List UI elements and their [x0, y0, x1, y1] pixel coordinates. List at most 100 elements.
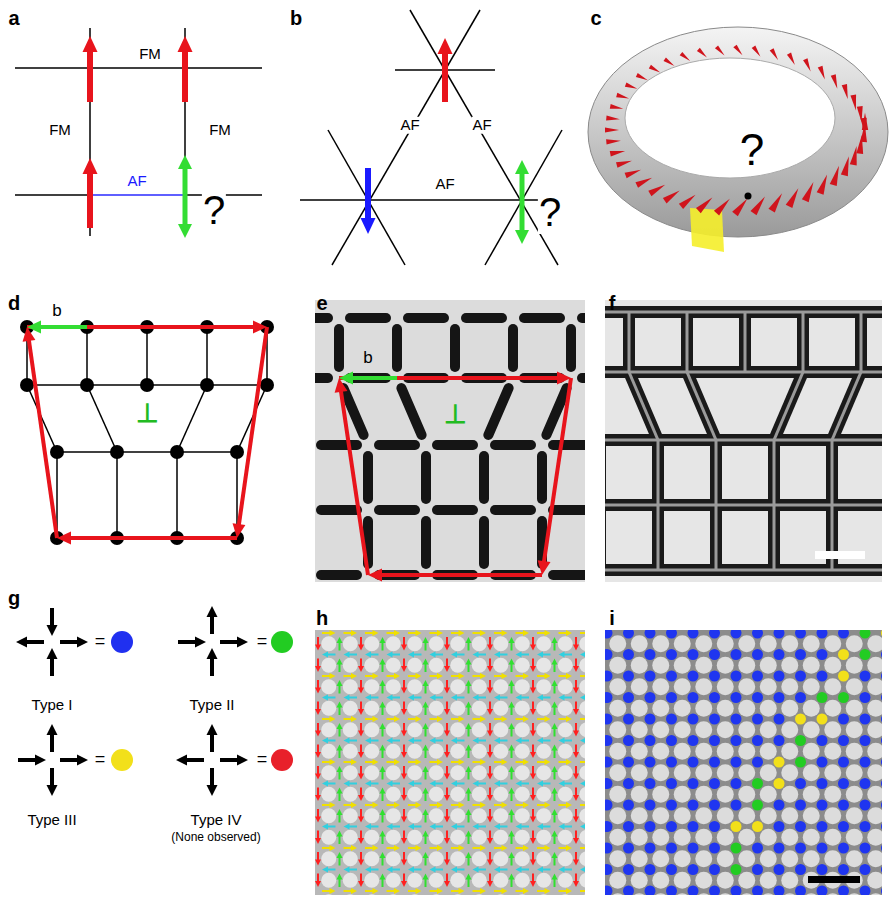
moment-overlay: [499, 783, 508, 785]
arrow-head: [387, 738, 393, 744]
island-image: [695, 786, 712, 803]
nanomagnet: [495, 440, 531, 450]
island-image: [695, 743, 712, 760]
arrow-head: [237, 637, 248, 648]
moment-overlay: [391, 740, 400, 742]
island-image: [472, 851, 487, 866]
moment-overlay: [559, 890, 568, 892]
annotation: AF: [471, 117, 492, 134]
moment-overlay: [516, 632, 525, 634]
vertex-type-dot: [817, 886, 828, 896]
moment-overlay: [554, 857, 556, 866]
lattice-bond: [177, 385, 207, 452]
moment-overlay: [434, 826, 443, 828]
moment-overlay: [532, 831, 534, 840]
moment-overlay: [382, 728, 384, 737]
moment-overlay: [473, 675, 482, 677]
arrow-head: [373, 888, 379, 894]
spin-cone: [770, 48, 778, 60]
moment-overlay: [425, 685, 427, 694]
moment-overlay: [348, 654, 357, 656]
arrow-head: [365, 652, 371, 658]
arrow-head: [444, 645, 450, 651]
moment-overlay: [413, 697, 422, 699]
moment-overlay: [403, 723, 405, 732]
island-image: [846, 829, 863, 846]
moment-overlay: [580, 761, 585, 763]
arrow-head: [473, 652, 479, 658]
vertex-type-dot: [838, 692, 849, 703]
arrow-head: [358, 645, 364, 651]
arrow-head: [337, 831, 343, 837]
arrow-head: [83, 158, 98, 174]
moment-overlay: [348, 826, 357, 828]
island-image: [364, 787, 379, 802]
wire-core: [658, 504, 716, 507]
moment-overlay: [473, 890, 482, 892]
arrow-head: [330, 888, 336, 894]
moment-overlay: [317, 809, 319, 818]
island-image: [493, 701, 508, 716]
moment-overlay: [575, 788, 577, 797]
island-image: [609, 807, 626, 824]
arrow-head: [351, 630, 357, 636]
moment-overlay: [520, 697, 529, 699]
nanomagnet: [363, 456, 373, 499]
arrow-head: [337, 723, 343, 729]
arrow-head: [315, 795, 321, 801]
island-image: [846, 721, 863, 738]
moment-overlay: [327, 826, 336, 828]
burgers-loop: [68, 536, 237, 540]
arrow-head: [337, 745, 343, 751]
moment-overlay: [382, 814, 384, 823]
vertex-type-dot: [688, 864, 699, 875]
vertex-type-dot: [774, 821, 785, 832]
spin-cone: [648, 185, 665, 196]
island-image: [674, 786, 691, 803]
arrow-head: [487, 688, 493, 694]
arrow-head: [559, 781, 565, 787]
arrow-head: [315, 666, 321, 672]
island-image: [803, 657, 820, 674]
wire-core: [831, 505, 834, 570]
moment-overlay: [434, 697, 443, 699]
connected-wire: [629, 366, 687, 378]
vertex-type-dot: [731, 864, 742, 875]
moment-overlay: [554, 814, 556, 823]
island-image: [450, 894, 465, 895]
moment-overlay: [520, 654, 529, 656]
moment-overlay: [327, 697, 336, 699]
island-image: [609, 635, 626, 652]
arrow-head: [408, 867, 414, 873]
arrow-head: [315, 688, 321, 694]
annotation: ⊥: [444, 400, 467, 429]
annotation: =: [257, 632, 268, 652]
wire-core: [861, 371, 882, 374]
moment-overlay: [327, 654, 336, 656]
island-image: [472, 744, 487, 759]
arrow-head: [530, 752, 536, 758]
arrow-head: [380, 874, 386, 880]
arrow-head: [451, 652, 457, 658]
arrow-head: [459, 802, 465, 808]
nanomagnet: [479, 456, 489, 499]
arrow-head: [401, 881, 407, 887]
island-image: [321, 722, 336, 737]
island-image: [674, 635, 691, 652]
wire-core: [629, 372, 658, 440]
wire-core: [687, 311, 745, 314]
vertex-type-dot: [838, 630, 849, 639]
arrow-head: [537, 824, 543, 830]
moment-overlay: [446, 702, 448, 711]
moment-overlay: [408, 632, 417, 634]
moment-overlay: [511, 706, 513, 715]
moment-overlay: [413, 654, 422, 656]
island-image: [450, 636, 465, 651]
panel-letter: b: [290, 7, 302, 29]
island-image: [407, 765, 422, 780]
lattice-line: [184, 28, 186, 236]
moment-overlay: [537, 632, 546, 634]
arrow-head: [47, 724, 58, 735]
island-image: [781, 721, 798, 738]
island-image: [717, 850, 734, 867]
